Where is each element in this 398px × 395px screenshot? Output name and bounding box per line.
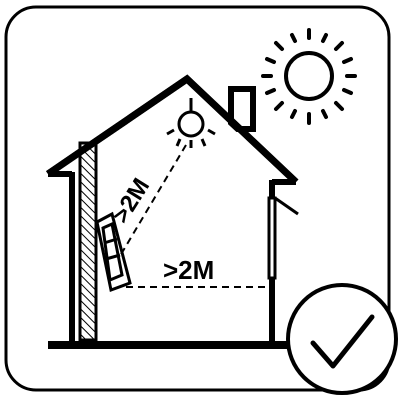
horizontal-distance-label: >2M [163,255,214,285]
lamp-icon [166,98,216,148]
right-window [267,196,299,280]
checkmark-icon [286,283,398,395]
window-icon [95,211,132,293]
sun-icon [261,28,357,125]
hatched-wall [78,141,98,342]
diagonal-distance-line [119,144,187,257]
